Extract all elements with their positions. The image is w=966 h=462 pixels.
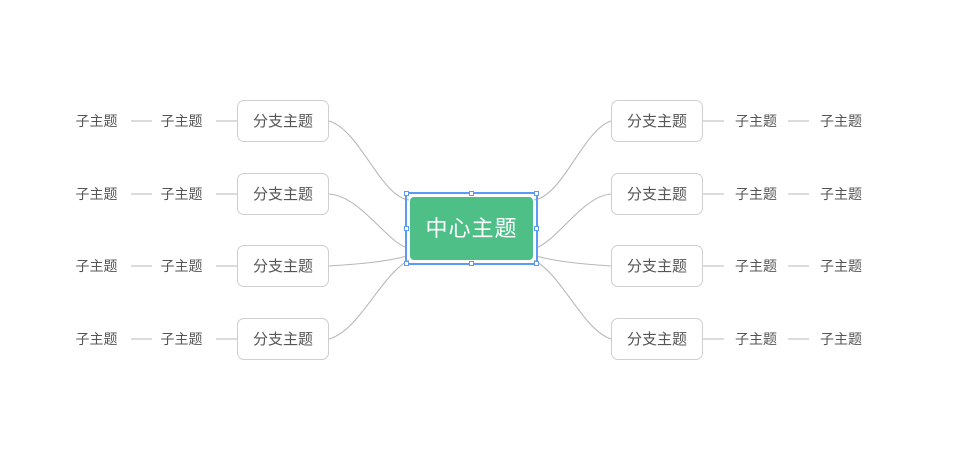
edge-center-left-1 bbox=[328, 120, 410, 201]
edge-center-right-1 bbox=[533, 120, 612, 201]
edge-center-left-4 bbox=[328, 259, 410, 340]
sub-topic-right-1-inner[interactable]: 子主题 bbox=[735, 113, 777, 129]
edge-center-right-2 bbox=[535, 193, 612, 249]
sub-topic-left-1-outer[interactable]: 子主题 bbox=[75, 113, 118, 129]
edge-center-right-4 bbox=[533, 259, 612, 340]
sub-topic-right-3-inner[interactable]: 子主题 bbox=[735, 258, 777, 274]
sub-topic-left-4-inner[interactable]: 子主题 bbox=[160, 331, 203, 347]
resize-handle-n[interactable] bbox=[469, 191, 474, 196]
edge-center-left-3 bbox=[328, 255, 408, 267]
sub-topic-left-2-inner[interactable]: 子主题 bbox=[160, 186, 203, 202]
branch-node-left-3[interactable]: 分支主题 bbox=[237, 245, 329, 287]
sub-topic-right-3-outer[interactable]: 子主题 bbox=[820, 258, 862, 274]
sub-topic-right-1-outer[interactable]: 子主题 bbox=[820, 113, 862, 129]
resize-handle-s[interactable] bbox=[469, 261, 474, 266]
branch-node-right-3[interactable]: 分支主题 bbox=[611, 245, 703, 287]
branch-node-left-4[interactable]: 分支主题 bbox=[237, 318, 329, 360]
branch-node-right-1[interactable]: 分支主题 bbox=[611, 100, 703, 142]
branch-node-right-4[interactable]: 分支主题 bbox=[611, 318, 703, 360]
sub-topic-right-4-inner[interactable]: 子主题 bbox=[735, 331, 777, 347]
resize-handle-w[interactable] bbox=[404, 226, 409, 231]
sub-topic-left-2-outer[interactable]: 子主题 bbox=[75, 186, 118, 202]
sub-topic-left-3-inner[interactable]: 子主题 bbox=[160, 258, 203, 274]
resize-handle-sw[interactable] bbox=[404, 261, 409, 266]
center-topic-label[interactable]: 中心主题 bbox=[410, 197, 533, 260]
branch-node-left-1[interactable]: 分支主题 bbox=[237, 100, 329, 142]
edge-center-right-3 bbox=[535, 255, 612, 267]
edge-center-left-2 bbox=[328, 193, 408, 249]
sub-topic-left-3-outer[interactable]: 子主题 bbox=[75, 258, 118, 274]
sub-topic-right-4-outer[interactable]: 子主题 bbox=[820, 331, 862, 347]
resize-handle-nw[interactable] bbox=[404, 191, 409, 196]
branch-node-right-2[interactable]: 分支主题 bbox=[611, 173, 703, 215]
resize-handle-e[interactable] bbox=[534, 226, 539, 231]
sub-topic-left-1-inner[interactable]: 子主题 bbox=[160, 113, 203, 129]
sub-topic-left-4-outer[interactable]: 子主题 bbox=[75, 331, 118, 347]
center-topic-selection[interactable]: 中心主题 bbox=[404, 191, 539, 266]
resize-handle-ne[interactable] bbox=[534, 191, 539, 196]
resize-handle-se[interactable] bbox=[534, 261, 539, 266]
branch-node-left-2[interactable]: 分支主题 bbox=[237, 173, 329, 215]
sub-topic-right-2-inner[interactable]: 子主题 bbox=[735, 186, 777, 202]
sub-topic-right-2-outer[interactable]: 子主题 bbox=[820, 186, 862, 202]
